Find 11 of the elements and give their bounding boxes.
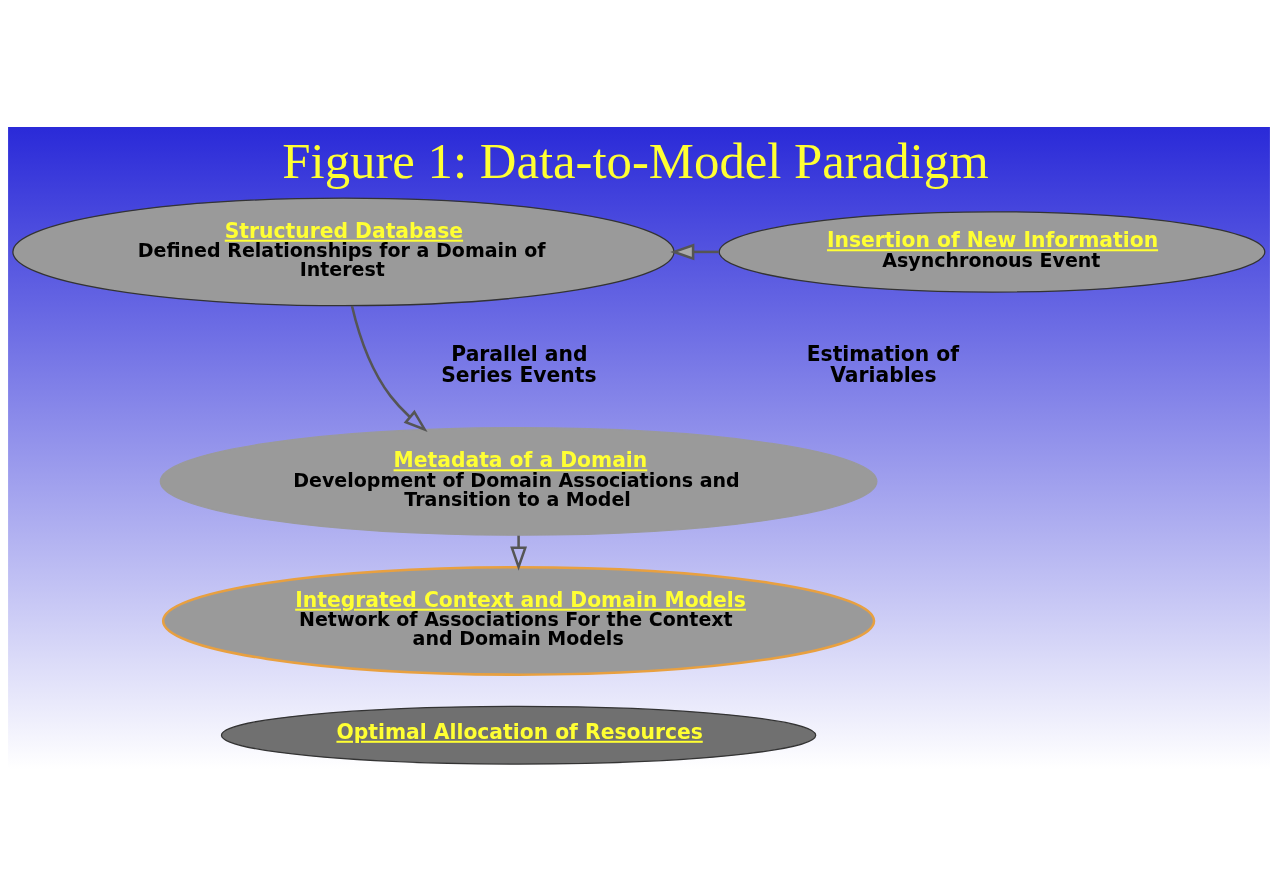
diagram-title: Figure 1: Data-to-Model Paradigm (282, 132, 989, 189)
arrow (350, 305, 428, 432)
node-ellipse: Insertion of New Information Asynchronous Event (718, 211, 1266, 293)
arrow (510, 535, 528, 571)
label: Parallel and Series Events (441, 342, 597, 387)
arrow (670, 243, 719, 261)
node-ellipse: Structured Database Defined Relationships for a Domain of Interest (12, 197, 675, 307)
node-ellipse: Metadata of a Domain Development of Domain Associations and Transition to a Model (159, 427, 878, 536)
node-ellipse: Integrated Context and Domain Models Network of Associations For the Context and Domain Models (161, 565, 876, 676)
label: Estimation of Variables (806, 342, 960, 387)
node-ellipse: Optimal Allocation of Resources (220, 705, 817, 765)
